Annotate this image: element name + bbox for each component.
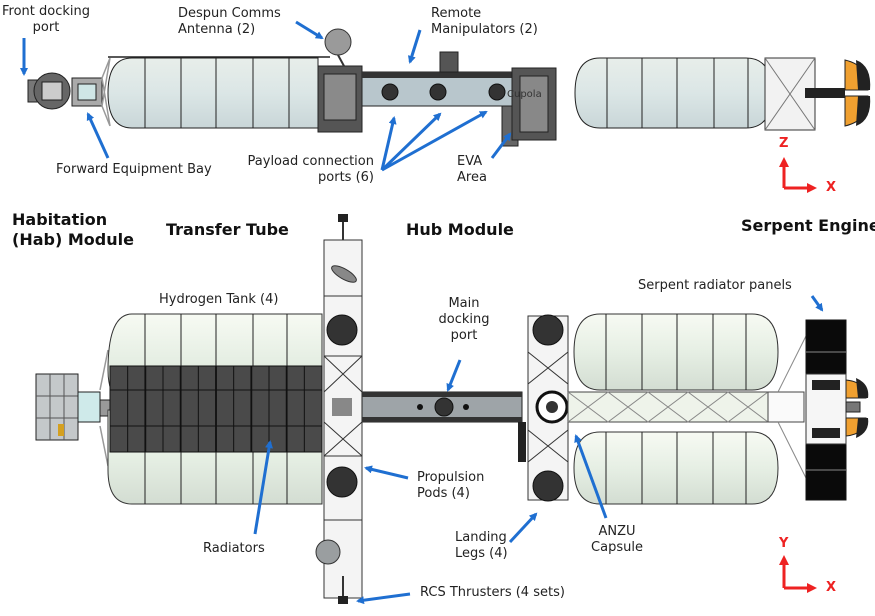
label-propulsion-pods: Propulsion Pods (4) bbox=[417, 470, 484, 502]
side-view-leaders bbox=[20, 20, 512, 172]
label-line: Despun Comms bbox=[178, 6, 281, 21]
arrow-landing-legs bbox=[508, 512, 538, 544]
label-main-docking-port: Main docking port bbox=[432, 296, 496, 344]
label-forward-equipment-bay: Forward Equipment Bay bbox=[56, 162, 212, 177]
radiator-array bbox=[109, 365, 323, 453]
label-line: port bbox=[450, 328, 478, 343]
header-serpent-engine: Serpent Engine bbox=[741, 216, 875, 235]
top-landing-truss bbox=[527, 314, 569, 502]
top-hab-module bbox=[35, 373, 111, 441]
axis-label-x-top: X bbox=[826, 580, 837, 595]
label-line: Antenna (2) bbox=[178, 22, 256, 37]
axis-label-z: Z bbox=[779, 136, 789, 151]
arrow-forward-equipment-bay bbox=[86, 112, 110, 159]
label-line: Area bbox=[457, 170, 487, 185]
label-line: Legs (4) bbox=[455, 546, 508, 561]
label-line: Main bbox=[448, 296, 480, 311]
arrow-remote-manipulators bbox=[407, 29, 422, 64]
arrow-anzu-capsule bbox=[574, 434, 608, 519]
arrow-payload-port-2 bbox=[380, 112, 442, 172]
top-view-leaders bbox=[253, 295, 824, 605]
label-line: Payload connection bbox=[247, 154, 374, 169]
side-hub-module bbox=[317, 28, 557, 147]
label-line: Remote bbox=[431, 6, 482, 21]
landing-leg bbox=[532, 314, 564, 346]
label-line: Capsule bbox=[591, 540, 643, 555]
arrow-propulsion-pods bbox=[364, 465, 409, 480]
label-line: port bbox=[32, 20, 60, 35]
label-line: Propulsion bbox=[417, 470, 485, 485]
arrow-despun-comms bbox=[295, 20, 324, 40]
top-serpent-nozzles bbox=[845, 378, 869, 438]
label-remote-manipulators: Remote Manipulators (2) bbox=[431, 6, 538, 38]
side-tank-forward bbox=[107, 57, 319, 129]
propulsion-pod bbox=[326, 466, 358, 498]
side-serpent-engine bbox=[764, 57, 871, 131]
arrow-payload-port-3 bbox=[381, 110, 488, 172]
top-tank-aft-lower bbox=[573, 431, 779, 505]
header-transfer-tube: Transfer Tube bbox=[166, 220, 289, 239]
top-aft-truss bbox=[567, 335, 807, 479]
antenna-dish-top bbox=[331, 265, 357, 283]
label-rcs-thrusters: RCS Thrusters (4 sets) bbox=[420, 585, 565, 600]
label-despun-comms-antenna: Despun Comms Antenna (2) bbox=[178, 6, 281, 38]
label-front-docking-port: Front docking port bbox=[2, 4, 90, 36]
header-line: (Hab) Module bbox=[12, 230, 134, 249]
label-line: EVA bbox=[457, 154, 483, 169]
label-anzu-capsule: ANZU Capsule bbox=[588, 524, 646, 556]
label-landing-legs: Landing Legs (4) bbox=[455, 530, 508, 562]
rcs-thruster-top bbox=[338, 214, 348, 222]
top-hub-module bbox=[361, 391, 526, 462]
top-hub-truss bbox=[315, 214, 363, 604]
arrow-serpent-radiator-panels bbox=[810, 295, 824, 312]
arrow-main-docking-port bbox=[446, 359, 462, 392]
top-view bbox=[35, 214, 869, 604]
header-hub-module: Hub Module bbox=[406, 220, 514, 239]
propulsion-pod bbox=[326, 314, 358, 346]
antenna-dish-bottom bbox=[315, 539, 341, 565]
label-line: Landing bbox=[455, 530, 507, 545]
arrow-eva-area bbox=[490, 132, 512, 159]
side-hab-module bbox=[27, 72, 103, 110]
rcs-thruster-bottom bbox=[338, 596, 348, 604]
header-line: Habitation bbox=[12, 210, 108, 229]
axis-label-x-side: X bbox=[826, 180, 837, 195]
landing-leg bbox=[532, 470, 564, 502]
cupola-text: Cupola bbox=[507, 89, 542, 100]
label-serpent-radiator-panels: Serpent radiator panels bbox=[638, 278, 792, 293]
label-payload-connection-ports: Payload connection ports (6) bbox=[246, 154, 374, 186]
label-line: Pods (4) bbox=[417, 486, 470, 501]
side-truss-front bbox=[101, 57, 111, 127]
side-tank-aft bbox=[574, 57, 773, 129]
label-line: docking bbox=[438, 312, 490, 327]
top-axis-indicator bbox=[779, 555, 817, 593]
label-line: Front docking bbox=[2, 4, 90, 19]
top-tank-aft-upper bbox=[573, 313, 779, 391]
arrow-rcs-thrusters bbox=[356, 592, 411, 605]
side-view: Cupola bbox=[27, 28, 871, 147]
label-eva-area: EVA Area bbox=[457, 154, 487, 186]
label-line: ANZU bbox=[598, 524, 636, 539]
label-radiators: Radiators bbox=[203, 541, 265, 556]
arrow-radiators bbox=[253, 440, 273, 535]
label-line: Manipulators (2) bbox=[431, 22, 538, 37]
header-hab-module: Habitation (Hab) Module bbox=[12, 210, 134, 250]
axis-label-y: Y bbox=[779, 536, 789, 551]
side-axis-indicator bbox=[779, 157, 817, 193]
label-line: ports (6) bbox=[318, 170, 374, 185]
arrow-payload-port-1 bbox=[380, 116, 397, 171]
label-hydrogen-tank: Hydrogen Tank (4) bbox=[159, 292, 279, 307]
serpent-radiator-panels bbox=[805, 319, 847, 501]
